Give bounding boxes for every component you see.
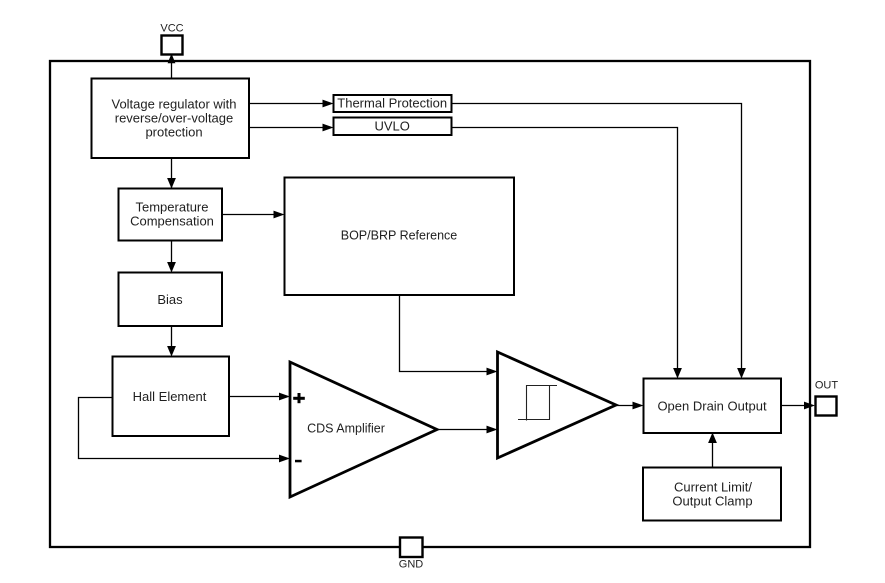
svg-text:OUT: OUT <box>815 380 839 392</box>
svg-text:Compensation: Compensation <box>130 214 214 229</box>
svg-text:CDS Amplifier: CDS Amplifier <box>307 422 385 436</box>
svg-text:Output Clamp: Output Clamp <box>672 494 752 509</box>
svg-text:BOP/BRP Reference: BOP/BRP Reference <box>341 229 458 243</box>
svg-text:protection: protection <box>145 125 202 140</box>
svg-text:Bias: Bias <box>157 292 183 307</box>
svg-text:Temperature: Temperature <box>136 200 209 215</box>
svg-text:UVLO: UVLO <box>374 119 409 134</box>
svg-text:Hall Element: Hall Element <box>133 389 207 404</box>
svg-text:Thermal Protection: Thermal Protection <box>337 96 447 111</box>
svg-text:Voltage regulator with: Voltage regulator with <box>111 97 236 112</box>
svg-text:Current Limit/: Current Limit/ <box>674 480 752 495</box>
svg-text:GND: GND <box>399 559 424 571</box>
svg-text:reverse/over-voltage: reverse/over-voltage <box>115 111 234 126</box>
svg-text:VCC: VCC <box>160 23 183 35</box>
svg-text:Open Drain Output: Open Drain Output <box>657 399 767 414</box>
